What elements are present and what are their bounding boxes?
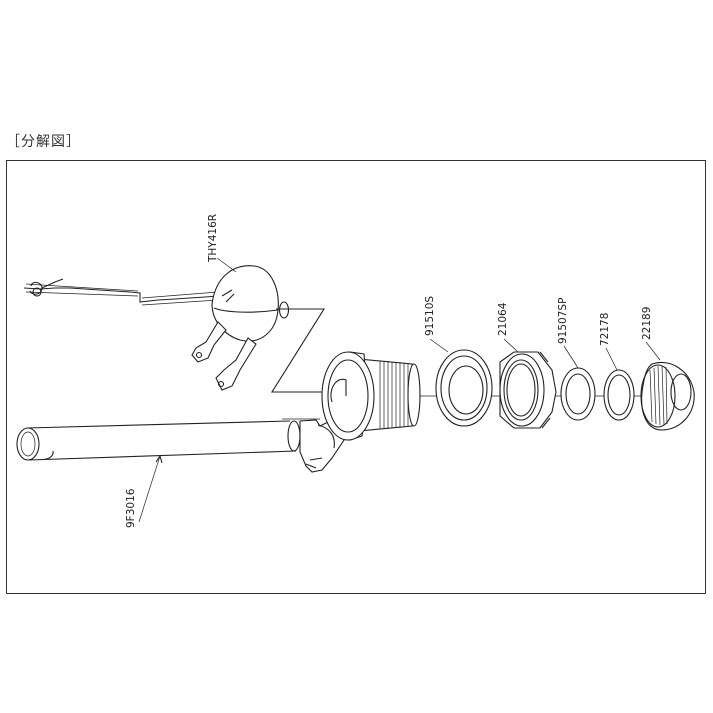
label-91510s: 91510S bbox=[424, 296, 436, 336]
label-91507sp: 91507SP bbox=[557, 298, 569, 344]
exploded-path-line bbox=[271, 308, 338, 393]
leader-lines bbox=[138, 257, 661, 523]
washer-91507sp bbox=[560, 367, 596, 421]
label-22189: 22189 bbox=[641, 307, 653, 340]
label-72178: 72178 bbox=[599, 313, 611, 346]
threaded-body bbox=[321, 351, 421, 441]
chain bbox=[23, 278, 219, 306]
stopper-thy416r bbox=[191, 265, 290, 391]
label-21064: 21064 bbox=[497, 302, 509, 336]
label-9f3016: 9F3016 bbox=[125, 488, 137, 528]
diagram-frame bbox=[6, 160, 706, 594]
drain-pipe-9f3016 bbox=[16, 417, 347, 473]
flange-ring-91510s bbox=[435, 349, 493, 427]
label-thy416r: THY416R bbox=[207, 214, 219, 263]
cap-nut-22189 bbox=[640, 362, 695, 431]
diagram-heading: ［分解図］ bbox=[6, 134, 81, 150]
washer-72178 bbox=[603, 369, 635, 421]
nut-21064 bbox=[499, 351, 557, 429]
